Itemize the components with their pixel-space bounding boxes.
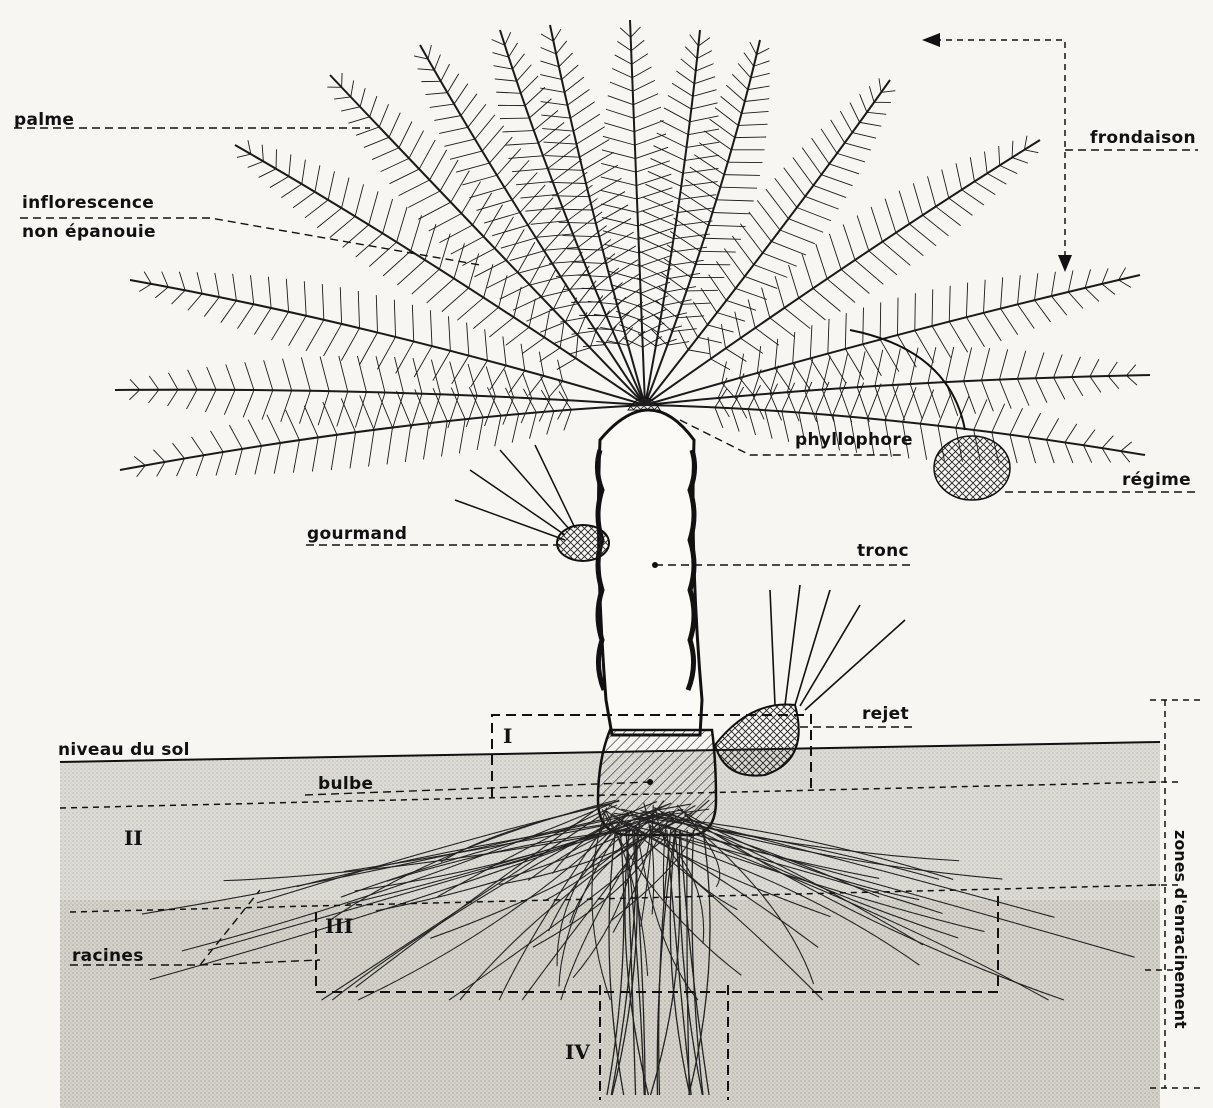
label-inflorescence: inflorescence xyxy=(22,193,154,213)
zone-label-II: II xyxy=(124,826,143,850)
frond xyxy=(645,80,890,405)
date-bunch xyxy=(850,330,1010,500)
frondaison-arrowhead-top xyxy=(922,33,940,47)
label-palme: palme xyxy=(14,110,74,130)
frond xyxy=(645,30,700,405)
label-niveau-du-sol: niveau du sol xyxy=(58,740,190,760)
label-gourmand: gourmand xyxy=(307,524,407,544)
label-rejet: rejet xyxy=(862,704,909,724)
frondaison-arrowhead-bottom xyxy=(1058,255,1072,272)
label-tronc: tronc xyxy=(857,541,909,561)
frond xyxy=(645,140,1040,405)
frond xyxy=(120,405,645,470)
label-regime: régime xyxy=(1122,470,1191,490)
zone-label-IV: IV xyxy=(565,1040,590,1064)
frond xyxy=(130,280,645,405)
trunk xyxy=(598,410,702,735)
label-non-epanouie: non épanouie xyxy=(22,222,156,242)
label-zones-enracinement: zones d'enracinement xyxy=(1171,830,1190,1029)
gourmand-offshoot xyxy=(455,445,609,561)
label-frondaison: frondaison xyxy=(1090,128,1196,148)
zone-label-I: I xyxy=(503,724,512,748)
label-bulbe: bulbe xyxy=(318,774,373,794)
zone-label-III: III xyxy=(325,914,353,938)
label-racines: racines xyxy=(72,946,144,966)
label-phyllophore: phyllophore xyxy=(795,430,913,450)
phyllophore-tip xyxy=(628,398,660,411)
